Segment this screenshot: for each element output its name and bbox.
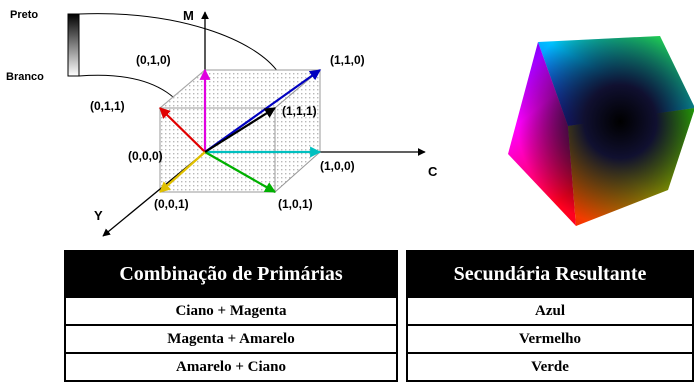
vertex-label-111: (1,1,1): [282, 104, 317, 118]
grayscale-bar: [67, 13, 80, 77]
vector-black: [204, 107, 276, 153]
color-vectors: [159, 68, 322, 193]
table-row: Amarelo + Ciano Verde: [64, 352, 694, 382]
table-cell-result: Azul: [406, 296, 694, 326]
table-cell-combination: Amarelo + Ciano: [64, 352, 398, 382]
gradient-label-top: Preto: [10, 9, 38, 21]
column-header-result: Secundária Resultante: [406, 250, 694, 298]
vertex-label-010: (0,1,0): [136, 53, 171, 67]
vertex-label-110: (1,1,0): [330, 53, 365, 67]
arc-black-to-110: [78, 13, 279, 73]
table-header-row: Combinação de Primárias Secundária Resul…: [64, 250, 694, 298]
table-cell-result: Vermelho: [406, 324, 694, 354]
vector-blue: [204, 69, 321, 153]
table-row: Ciano + Magenta Azul: [64, 296, 694, 326]
table-row: Magenta + Amarelo Vermelho: [64, 324, 694, 354]
vertex-label-011: (0,1,1): [90, 99, 125, 113]
axis-label-c: C: [428, 164, 438, 179]
axis-label-m: M: [183, 8, 194, 23]
cmy-cube-diagram: Preto Branco M C Y (0,1,0) (1,1,0) (0,1,…: [6, 8, 438, 237]
vector-yellow: [159, 151, 206, 193]
table-cell-combination: Ciano + Magenta: [64, 296, 398, 326]
vertex-label-000: (0,0,0): [128, 149, 163, 163]
vertex-label-101: (1,0,1): [278, 197, 313, 211]
vector-green: [204, 151, 276, 193]
rgb-cube-render: [508, 36, 694, 226]
primary-combination-table: Combinação de Primárias Secundária Resul…: [64, 250, 694, 382]
vertex-label-100: (1,0,0): [320, 159, 355, 173]
table-cell-result: Verde: [406, 352, 694, 382]
vertex-label-001: (0,0,1): [154, 197, 189, 211]
axis-label-y: Y: [94, 208, 103, 223]
cube-front-face: [159, 107, 276, 193]
gradient-label-bottom: Branco: [6, 71, 44, 83]
column-header-combination: Combinação de Primárias: [64, 250, 398, 298]
table-cell-combination: Magenta + Amarelo: [64, 324, 398, 354]
vector-red: [159, 107, 206, 153]
